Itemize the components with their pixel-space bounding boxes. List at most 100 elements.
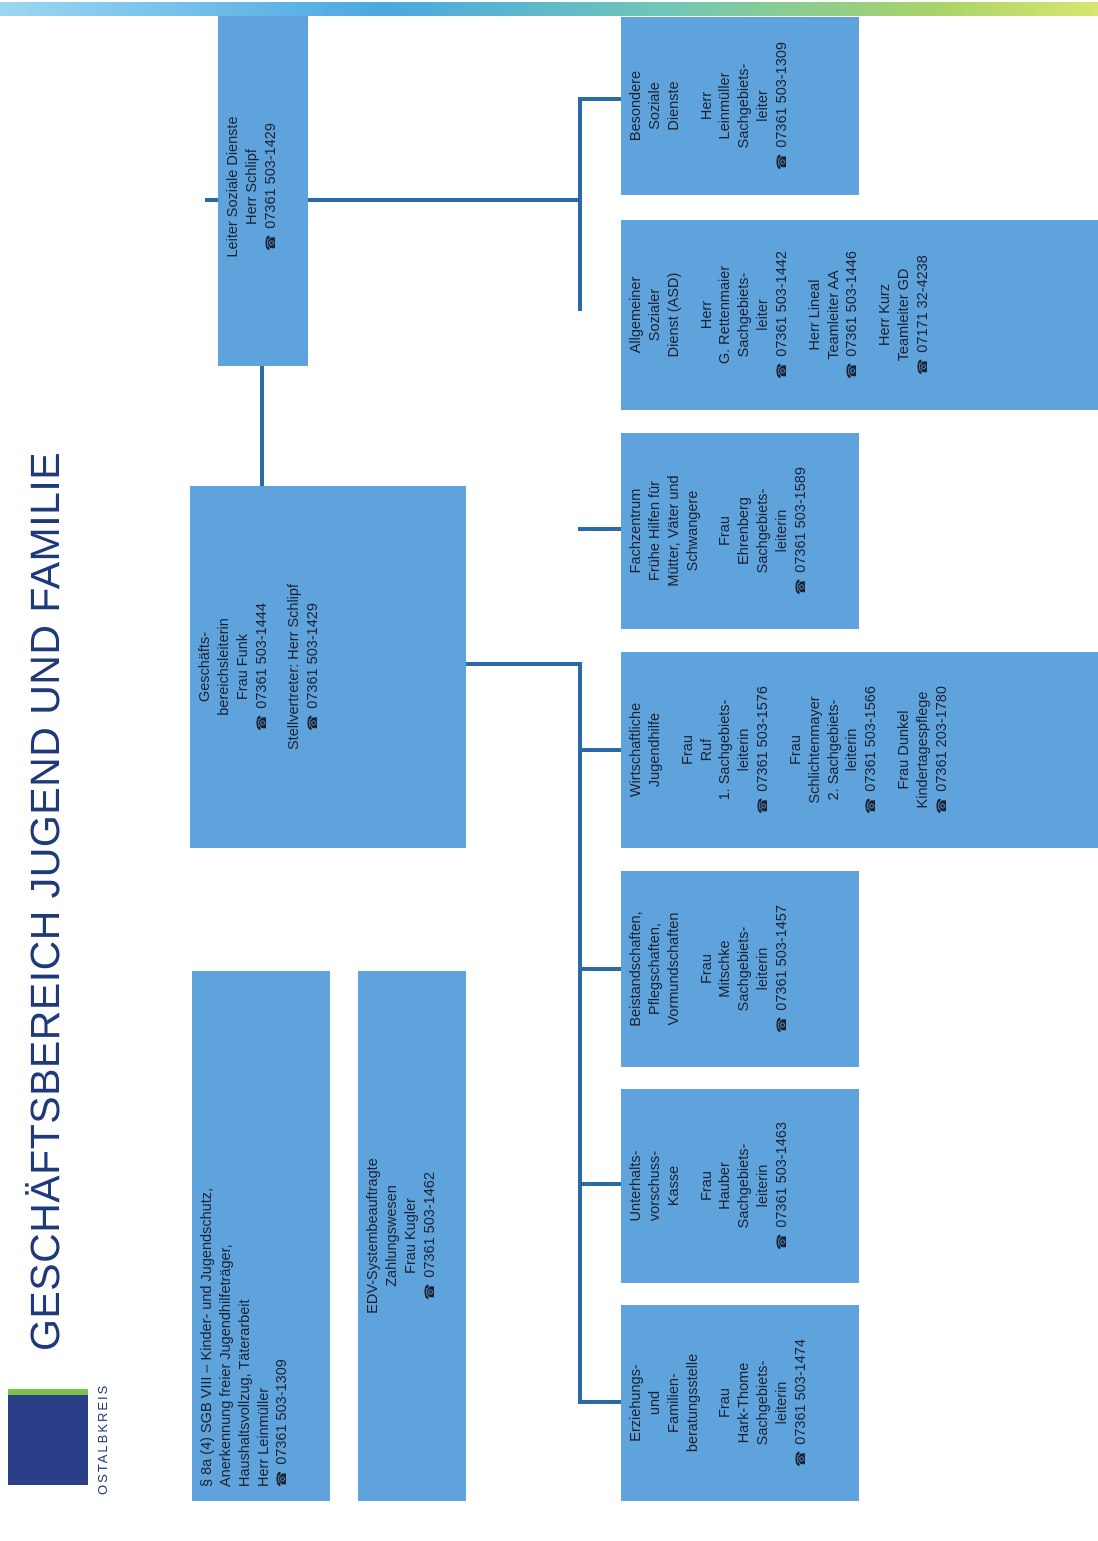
text-group: Beistandschaften,Pflegschaften,Vormundsc… <box>627 879 684 1059</box>
box-text-line: und <box>646 1390 663 1416</box>
box-text-line: Anerkennung freier Jugendhilfeträger, <box>217 1244 234 1487</box>
box-text-line: Frau <box>698 1171 715 1201</box>
box-text-line: leiter <box>755 299 772 331</box>
box-text-line: Frau <box>679 735 696 765</box>
box-text-line: Frau <box>698 954 715 984</box>
phone-number: 07361 203-1780 <box>933 660 952 840</box>
box-text-line: leiterin <box>755 947 772 991</box>
connector-head-bus <box>466 662 578 666</box>
box-text-line: Sachgebiets- <box>755 1360 772 1446</box>
box-text-line: Frau Funk <box>234 633 251 701</box>
drop-dept-2 <box>578 1182 621 1186</box>
logo-text: OSTALBKREIS <box>95 1383 110 1495</box>
box-text-line: Mitschke <box>717 940 734 998</box>
box-text-line: Kindertagespflege <box>914 691 931 809</box>
box-text-line: Herr Schlipf <box>243 149 260 225</box>
box-text-line: Allgemeiner <box>628 276 644 354</box>
box-text-line: Sachgebiets- <box>736 272 753 358</box>
phone-number: 07361 503-1576 <box>754 660 773 840</box>
department-box: Beistandschaften,Pflegschaften,Vormundsc… <box>621 871 859 1067</box>
box-text-line: Beistandschaften, <box>628 911 644 1027</box>
box-text-line: Sozialer <box>646 288 663 342</box>
drop-dept-4 <box>578 748 621 752</box>
phone-number: 07361 503-1429 <box>304 494 323 840</box>
box-text-line: Frühe Hilfen für <box>646 481 663 581</box>
box-text-line: Fachzentrum <box>628 488 644 574</box>
box-text-line: Unterhalts- <box>628 1150 644 1222</box>
box-text-line: Schlichtenmayer <box>806 696 823 804</box>
box-text-line: Haushaltsvollzug, Täterarbeit <box>236 1299 253 1487</box>
phone-number: 07361 503-1309 <box>273 979 292 1487</box>
phone-number: 07361 503-1442 <box>773 228 792 402</box>
box-text-line: Herr Lineal <box>806 279 823 351</box>
drop-dept-1 <box>578 1400 621 1404</box>
box-text-line: leiterin <box>755 1164 772 1208</box>
box-text-line: Soziale <box>646 82 663 130</box>
box-text-line: Familien- <box>665 1373 682 1433</box>
text-group: Frau DunkelKindertagespflege07361 203-17… <box>895 660 952 840</box>
box-text-line: 2. Sachgebiets- <box>825 699 842 801</box>
phone-number: 07361 503-1309 <box>773 25 792 187</box>
box-text-line: Sachgebiets- <box>736 63 753 149</box>
box-text-line: Ruf <box>698 738 715 762</box>
phone-number: 07361 503-1444 <box>253 494 272 840</box>
box-text-line: leiter <box>755 90 772 122</box>
box-text-line: Frau <box>717 1388 734 1418</box>
box-text-line: Sachgebiets- <box>736 1143 753 1229</box>
box-text-line: bereichsleiterin <box>215 618 232 716</box>
phone-number: 07361 503-1566 <box>862 660 881 840</box>
box-text-line: vorschuss- <box>646 1150 663 1222</box>
box-text-line: Herr Kurz <box>877 283 894 347</box>
box-text-line: Jugendhilfe <box>646 712 663 788</box>
box-text-line: leiterin <box>736 728 753 772</box>
box-text-line: 1. Sachgebiets- <box>717 699 734 801</box>
box-text-line: Herr <box>698 300 715 330</box>
phone-number: 07361 503-1474 <box>792 1313 811 1493</box>
phone-number: 07361 503-1462 <box>421 979 440 1493</box>
box-text-line: Wirtschaftliche <box>628 702 644 798</box>
box-text-line: beratungsstelle <box>684 1353 701 1453</box>
box-text-line: Ehrenberg <box>736 497 753 565</box>
box-text-line: Kasse <box>665 1165 682 1207</box>
drop-dept-3 <box>578 967 621 971</box>
page-title: GESCHÄFTSBEREICH JUGEND UND FAMILIE <box>22 451 68 1351</box>
text-group: § 8a (4) SGB VIII – Kinder- und Jugendsc… <box>198 979 292 1487</box>
box-text-line: leiterin <box>773 1381 790 1425</box>
box-text-line: Leiter Soziale Dienste <box>225 116 241 258</box>
box-text-line: Hauber <box>717 1162 734 1210</box>
phone-number: 07361 503-1589 <box>792 441 811 621</box>
drop-dept-5 <box>578 527 621 531</box>
box-text-line: Geschäfts- <box>197 631 213 703</box>
box-text-line: Erziehungs- <box>628 1364 644 1442</box>
box-text-line: Herr Leinmüller <box>255 1387 272 1487</box>
box-text-line: Besondere <box>628 70 644 142</box>
box-text-line: Mütter, Väter und <box>665 475 682 587</box>
department-bus <box>578 662 582 1404</box>
phone-number: 07361 503-1457 <box>773 879 792 1059</box>
box-text-line: EDV-Systembeauftragte <box>365 1158 381 1314</box>
text-group: Unterhalts-vorschuss-Kasse <box>627 1097 684 1275</box>
phone-number: 07171 32-4238 <box>914 228 933 402</box>
phone-number: 07361 503-1429 <box>262 16 281 358</box>
box-text-line: Pflegschaften, <box>646 923 663 1015</box>
ostalbkreis-logo <box>8 1389 88 1485</box>
phone-number: 07361 503-1463 <box>773 1097 792 1275</box>
box-text-line: Frau Dunkel <box>896 710 913 790</box>
